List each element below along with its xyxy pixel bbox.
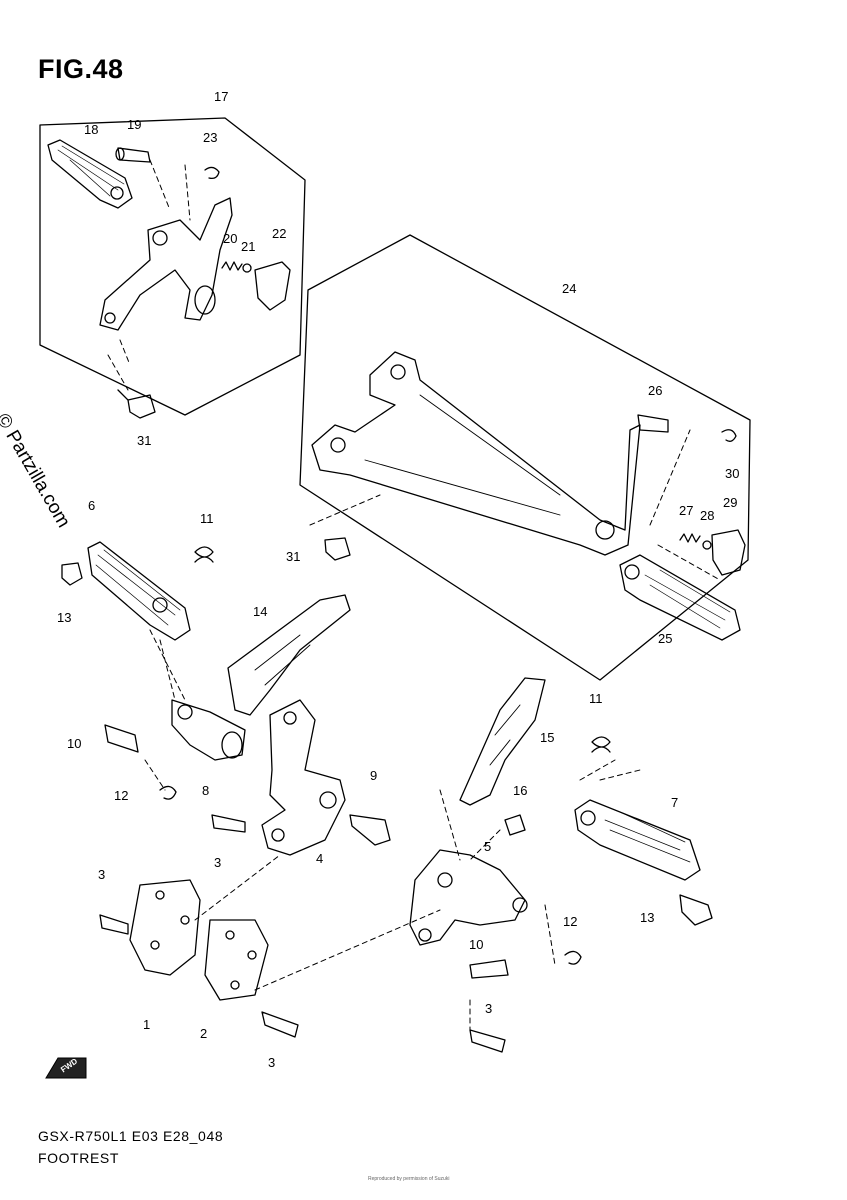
clip-23 <box>204 166 220 180</box>
callout-17: 17 <box>214 89 229 104</box>
callout-3-a: 3 <box>214 855 222 870</box>
callout-3-b: 3 <box>98 867 106 882</box>
callout-6: 6 <box>88 498 96 513</box>
bolt-13-a <box>61 562 83 586</box>
callout-3-c: 3 <box>268 1055 276 1070</box>
bolt-31-a <box>117 389 156 419</box>
callout-5: 5 <box>484 839 492 854</box>
callout-30: 30 <box>725 466 740 481</box>
callout-21: 21 <box>241 239 256 254</box>
callout-15: 15 <box>540 730 555 745</box>
bolt-9 <box>349 814 391 846</box>
bracket-24 <box>311 351 641 556</box>
footpeg-25 <box>619 554 741 641</box>
plate-2 <box>204 919 269 1001</box>
assembly-box-24 <box>299 234 751 681</box>
callout-22: 22 <box>272 226 287 241</box>
callout-3-d: 3 <box>485 1001 493 1016</box>
bracket-5 <box>409 849 528 946</box>
bolt-31-b <box>324 537 351 561</box>
footpeg-7 <box>574 799 701 881</box>
assembly-box-17 <box>39 117 306 416</box>
pin-10-a <box>104 724 139 753</box>
bolt-13-b <box>679 894 713 926</box>
callout-10-a: 10 <box>67 736 82 751</box>
spring-27 <box>679 533 701 543</box>
callout-2: 2 <box>200 1026 208 1041</box>
plate-1 <box>129 879 201 976</box>
callout-31-a: 31 <box>137 433 152 448</box>
forward-arrow-icon <box>45 1057 87 1079</box>
callout-23: 23 <box>203 130 218 145</box>
callout-31-b: 31 <box>286 549 301 564</box>
pivot-housing <box>171 699 246 761</box>
ball-28 <box>702 540 712 550</box>
section-name: FOOTREST <box>38 1150 120 1166</box>
spring-20 <box>221 261 243 271</box>
callout-28: 28 <box>700 508 715 523</box>
heel-plate-14 <box>227 594 351 716</box>
clip-12-a <box>159 785 177 800</box>
model-code: GSX-R750L1 E03 E28_048 <box>38 1128 224 1144</box>
pin-26 <box>637 414 669 433</box>
callout-11-b: 11 <box>589 691 603 706</box>
callout-27: 27 <box>679 503 694 518</box>
footpeg-18 <box>47 139 133 209</box>
callout-13-a: 13 <box>57 610 72 625</box>
callout-14: 14 <box>253 604 268 619</box>
pin-10-b <box>469 959 509 979</box>
callout-13-b: 13 <box>640 910 655 925</box>
plate-22 <box>254 261 291 311</box>
callout-9: 9 <box>370 768 378 783</box>
callout-16: 16 <box>513 783 528 798</box>
plate-29 <box>711 529 746 576</box>
callout-24: 24 <box>562 281 577 296</box>
bracket-4 <box>261 699 346 856</box>
callout-29: 29 <box>723 495 738 510</box>
callout-11-a: 11 <box>200 511 214 526</box>
spring-11-a <box>194 546 214 563</box>
spring-11-b <box>591 736 611 753</box>
clip-12-b <box>564 950 582 965</box>
callout-18: 18 <box>84 122 99 137</box>
bolt-3-c <box>469 1029 506 1053</box>
callout-19: 19 <box>127 117 142 132</box>
callout-25: 25 <box>658 631 673 646</box>
heel-plate-15 <box>459 677 546 806</box>
callout-26: 26 <box>648 383 663 398</box>
callout-1: 1 <box>143 1017 151 1032</box>
fine-print: Reproduced by permission of Suzuki <box>368 1176 450 1182</box>
figure-title: FIG.48 <box>38 54 124 84</box>
ball-21 <box>242 263 252 273</box>
callout-8: 8 <box>202 783 210 798</box>
callout-12-a: 12 <box>114 788 129 803</box>
pin-19 <box>115 147 151 163</box>
bolt-3-a <box>99 914 129 935</box>
callout-20: 20 <box>223 231 238 246</box>
clip-30 <box>721 429 737 442</box>
callout-4: 4 <box>316 851 324 866</box>
bolt-16 <box>504 814 526 836</box>
callout-12-b: 12 <box>563 914 578 929</box>
bolt-3-b <box>261 1011 299 1038</box>
callout-7: 7 <box>671 795 679 810</box>
bolt-8 <box>211 814 246 833</box>
bracket-17 <box>99 197 233 331</box>
callout-10-b: 10 <box>469 937 484 952</box>
footpeg-6 <box>87 541 191 641</box>
